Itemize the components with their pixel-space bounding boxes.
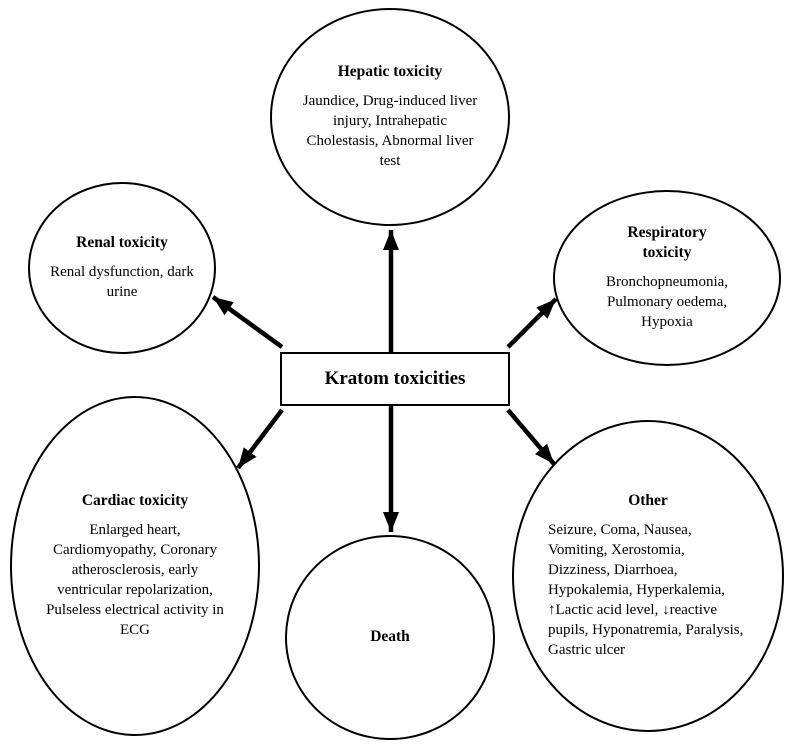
center-label: Kratom toxicities (324, 368, 466, 389)
node-other: Other Seizure, Coma, Nausea, Vomiting, X… (512, 420, 784, 732)
node-body: Renal dysfunction, dark urine (50, 264, 194, 301)
node-body: Seizure, Coma, Nausea, Vomiting, Xerosto… (548, 522, 744, 658)
arrow-to-respiratory (506, 297, 558, 349)
arrow-to-renal (211, 295, 284, 349)
node-title: Respiratory toxicity (627, 223, 707, 262)
node-respiratory-toxicity: Respiratory toxicity Bronchopneumonia, P… (553, 190, 781, 366)
node-body: Jaundice, Drug-induced liver injury, Int… (302, 93, 478, 169)
node-renal-toxicity: Renal toxicity Renal dysfunction, dark u… (28, 182, 216, 354)
node-title: Other (628, 492, 668, 510)
center-box-kratom-toxicities: Kratom toxicities (280, 352, 510, 406)
node-hepatic-toxicity: Hepatic toxicity Jaundice, Drug-induced … (270, 8, 510, 226)
node-death: Death (285, 535, 495, 740)
node-title: Renal toxicity (76, 233, 168, 251)
node-title: Death (370, 628, 410, 646)
node-body: Bronchopneumonia, Pulmonary oedema, Hypo… (605, 274, 729, 331)
node-body: Enlarged heart, Cardiomyopathy, Coronary… (46, 522, 224, 638)
arrow-to-other (506, 408, 556, 466)
node-title: Cardiac toxicity (81, 492, 189, 510)
node-cardiac-toxicity: Cardiac toxicity Enlarged heart, Cardiom… (10, 396, 260, 736)
arrow-to-cardiac (236, 408, 284, 470)
node-title: Hepatic toxicity (337, 63, 443, 81)
